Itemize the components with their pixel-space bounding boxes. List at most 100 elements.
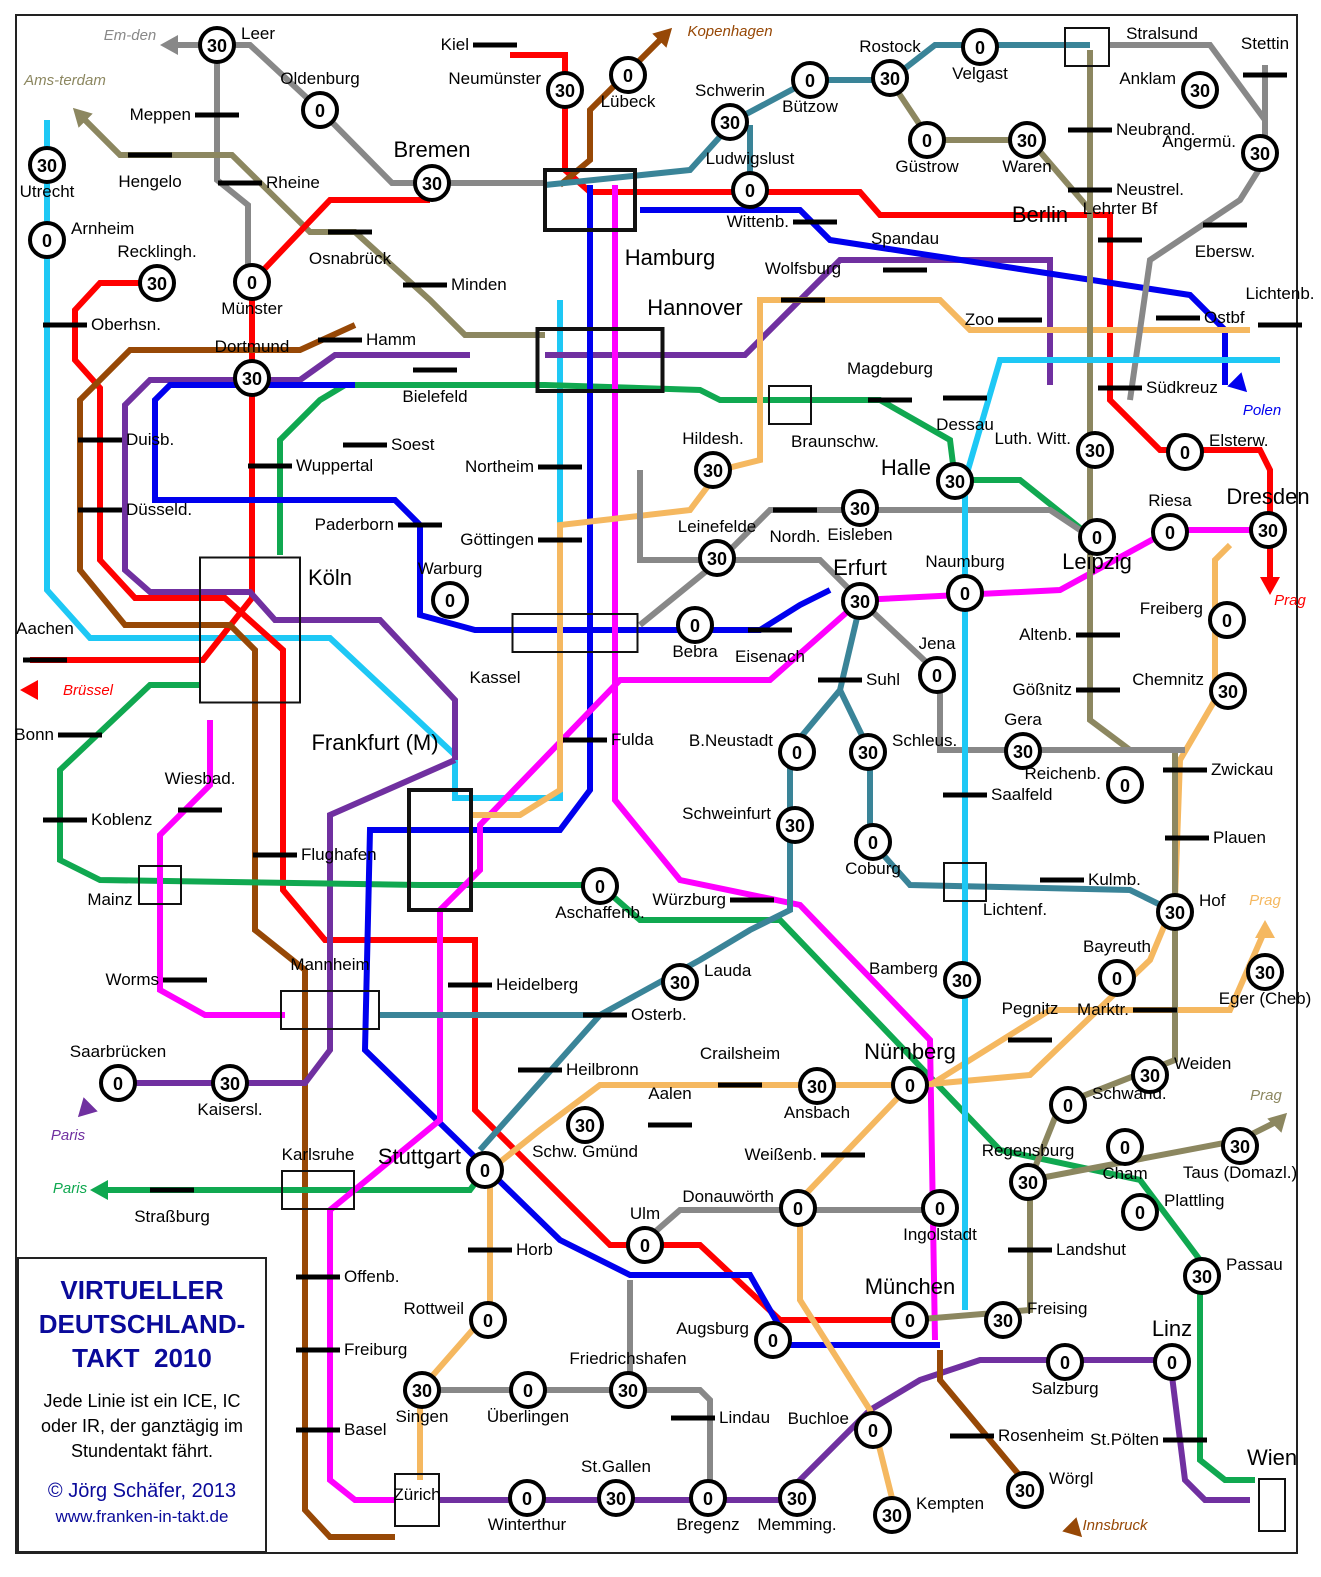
station-nordh-[interactable]: Nordh. xyxy=(769,507,821,546)
station-ostbf[interactable]: Ostbf xyxy=(1156,308,1245,327)
station-wien[interactable]: Wien xyxy=(1247,1445,1297,1532)
station-magdeburg[interactable]: Magdeburg xyxy=(847,359,933,403)
station-marktr-[interactable]: Marktr. xyxy=(1077,1000,1177,1019)
station-mannheim[interactable]: Mannheim xyxy=(280,955,380,1030)
station-flughafen[interactable]: Flughafen xyxy=(253,845,377,864)
station-st-pölten[interactable]: St.Pölten xyxy=(1090,1430,1207,1449)
station-köln[interactable]: Köln xyxy=(199,556,352,704)
station-eisenach[interactable]: Eisenach xyxy=(735,627,805,666)
station-kiel[interactable]: Kiel xyxy=(441,35,517,54)
station-würzburg[interactable]: Würzburg xyxy=(652,890,774,909)
station-zürich[interactable]: Zürich xyxy=(393,1473,441,1527)
station-landshut[interactable]: Landshut xyxy=(1008,1240,1126,1259)
station-suhl[interactable]: Suhl xyxy=(818,670,900,689)
station-spandau[interactable]: Spandau xyxy=(871,229,939,273)
station-lichtenb-[interactable]: Lichtenb. xyxy=(1246,284,1315,328)
station-hengelo[interactable]: Hengelo xyxy=(118,152,182,191)
station-neubrand-[interactable]: Neubrand. xyxy=(1068,120,1195,139)
station-kulmb-[interactable]: Kulmb. xyxy=(1040,870,1141,889)
station-rheine[interactable]: Rheine xyxy=(218,173,320,192)
station-berlin[interactable]: Berlin xyxy=(1012,202,1068,227)
station-meppen[interactable]: Meppen xyxy=(130,105,239,124)
station-worms[interactable]: Worms xyxy=(105,970,207,989)
station-dessau[interactable]: Dessau xyxy=(936,395,994,434)
station-koblenz[interactable]: Koblenz xyxy=(43,810,152,829)
station-karlsruhe[interactable]: Karlsruhe xyxy=(281,1145,355,1210)
station-frankfurt-m-[interactable]: Frankfurt (M) xyxy=(311,730,473,912)
station-düsseld-[interactable]: Düsseld. xyxy=(78,500,192,519)
station-wiesbad-[interactable]: Wiesbad. xyxy=(165,769,236,813)
station-osterb-[interactable]: Osterb. xyxy=(583,1005,687,1024)
station-ebersw-[interactable]: Ebersw. xyxy=(1195,222,1255,261)
station-bielefeld[interactable]: Bielefeld xyxy=(402,367,468,406)
station-offenb-[interactable]: Offenb. xyxy=(296,1267,399,1286)
station-oberhsn-[interactable]: Oberhsn. xyxy=(43,315,161,334)
station-rosenheim[interactable]: Rosenheim xyxy=(950,1426,1084,1445)
station-lindau[interactable]: Lindau xyxy=(671,1408,770,1427)
station-stettin[interactable]: Stettin xyxy=(1241,34,1289,78)
station-fulda[interactable]: Fulda xyxy=(563,730,654,749)
station-wolfsburg[interactable]: Wolfsburg xyxy=(765,259,841,303)
station-hamm[interactable]: Hamm xyxy=(318,330,416,349)
station-kassel[interactable]: Kassel xyxy=(469,613,639,687)
station-crailsheim[interactable]: Crailsheim xyxy=(700,1044,780,1088)
station-basel[interactable]: Basel xyxy=(296,1420,387,1439)
station-lichtenf-[interactable]: Lichtenf. xyxy=(943,862,1047,919)
station-bonn[interactable]: Bonn xyxy=(14,725,102,744)
station-hamburg[interactable]: Hamburg xyxy=(543,168,715,270)
station-straßburg[interactable]: Straßburg xyxy=(134,1187,210,1226)
station-plauen[interactable]: Plauen xyxy=(1165,828,1266,847)
station-wittenb-[interactable]: Wittenb. xyxy=(727,212,837,231)
